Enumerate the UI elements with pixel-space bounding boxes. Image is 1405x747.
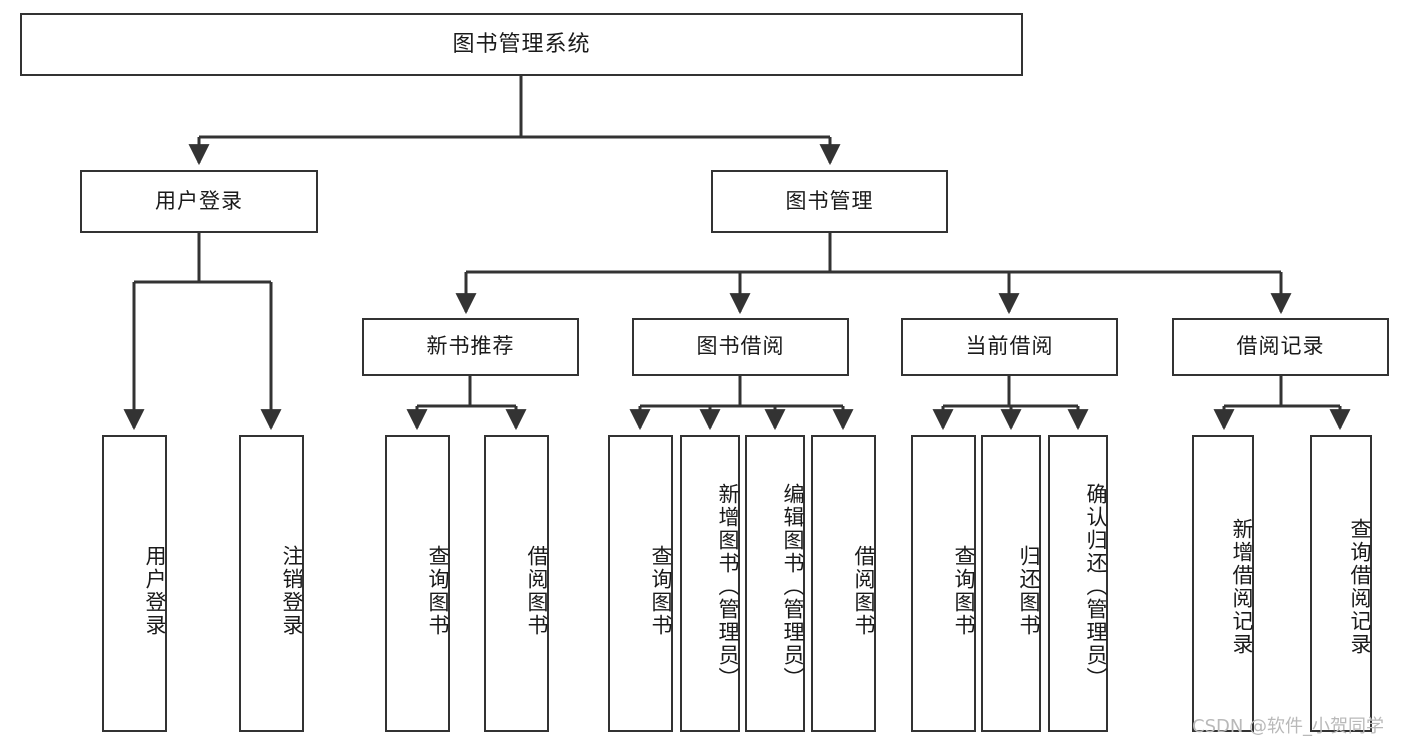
node-user-login[interactable]: 用户登录 bbox=[80, 170, 318, 233]
leaf-borrow-book-1[interactable]: 借阅图书 bbox=[484, 435, 549, 732]
leaf-user-login[interactable]: 用户登录 bbox=[102, 435, 167, 732]
leaf-add-book[interactable]: 新增图书（管理员） bbox=[680, 435, 740, 732]
leaf-add-record[interactable]: 新增借阅记录 bbox=[1192, 435, 1254, 732]
leaf-confirm-return[interactable]: 确认归还（管理员） bbox=[1048, 435, 1108, 732]
leaf-return-book[interactable]: 归还图书 bbox=[981, 435, 1041, 732]
node-book-manage[interactable]: 图书管理 bbox=[711, 170, 948, 233]
watermark-text: CSDN @软件_小贺同学 bbox=[1192, 716, 1385, 737]
node-borrow-record[interactable]: 借阅记录 bbox=[1172, 318, 1389, 376]
leaf-logout[interactable]: 注销登录 bbox=[239, 435, 304, 732]
node-current-borrow[interactable]: 当前借阅 bbox=[901, 318, 1118, 376]
leaf-query-book-3[interactable]: 查询图书 bbox=[911, 435, 976, 732]
leaf-query-book-1[interactable]: 查询图书 bbox=[385, 435, 450, 732]
node-root[interactable]: 图书管理系统 bbox=[20, 13, 1023, 76]
node-new-book-rec[interactable]: 新书推荐 bbox=[362, 318, 579, 376]
leaf-borrow-book-2[interactable]: 借阅图书 bbox=[811, 435, 876, 732]
node-book-borrow[interactable]: 图书借阅 bbox=[632, 318, 849, 376]
leaf-edit-book[interactable]: 编辑图书（管理员） bbox=[745, 435, 805, 732]
leaf-query-record[interactable]: 查询借阅记录 bbox=[1310, 435, 1372, 732]
leaf-query-book-2[interactable]: 查询图书 bbox=[608, 435, 673, 732]
